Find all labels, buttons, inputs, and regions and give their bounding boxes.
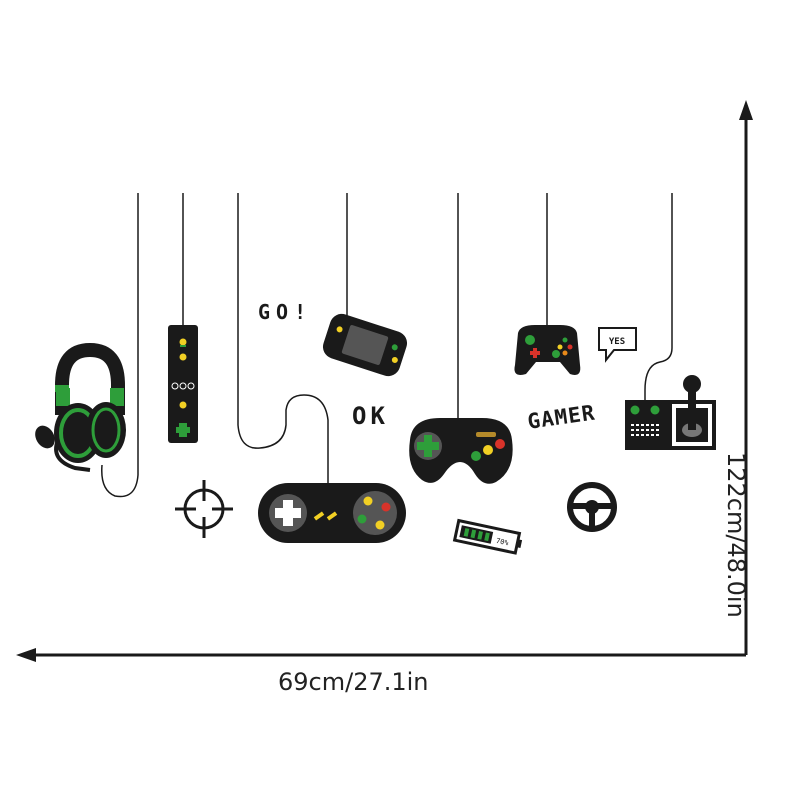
height-dimension-label: 122cm/48.0in xyxy=(722,452,750,618)
battery-label: 70% xyxy=(495,537,510,548)
ok-label: OK xyxy=(352,402,389,430)
battery-icon: 70% xyxy=(452,518,523,555)
snes-cable xyxy=(237,193,329,485)
dimension-lines xyxy=(16,100,753,662)
arcade-joystick-icon xyxy=(625,375,716,450)
handheld-console-icon xyxy=(322,313,408,377)
snes-controller-icon xyxy=(258,483,406,543)
steering-wheel-icon xyxy=(567,482,617,532)
headphones-icon xyxy=(35,342,126,472)
headphones-cable xyxy=(101,193,139,498)
arcade-string xyxy=(644,193,673,400)
crosshair-icon xyxy=(175,480,233,538)
width-arrowhead xyxy=(16,648,36,662)
height-arrowhead xyxy=(739,100,753,120)
speech-bubble-icon xyxy=(598,327,637,363)
hanging-strings xyxy=(101,193,673,498)
remote-controller-icon xyxy=(168,325,198,443)
xbox-controller-icon xyxy=(514,325,581,375)
yes-label: YES xyxy=(609,337,625,347)
go-label: GO! xyxy=(258,300,313,324)
width-dimension-label: 69cm/27.1in xyxy=(278,668,429,696)
sega-controller-icon xyxy=(409,418,513,484)
